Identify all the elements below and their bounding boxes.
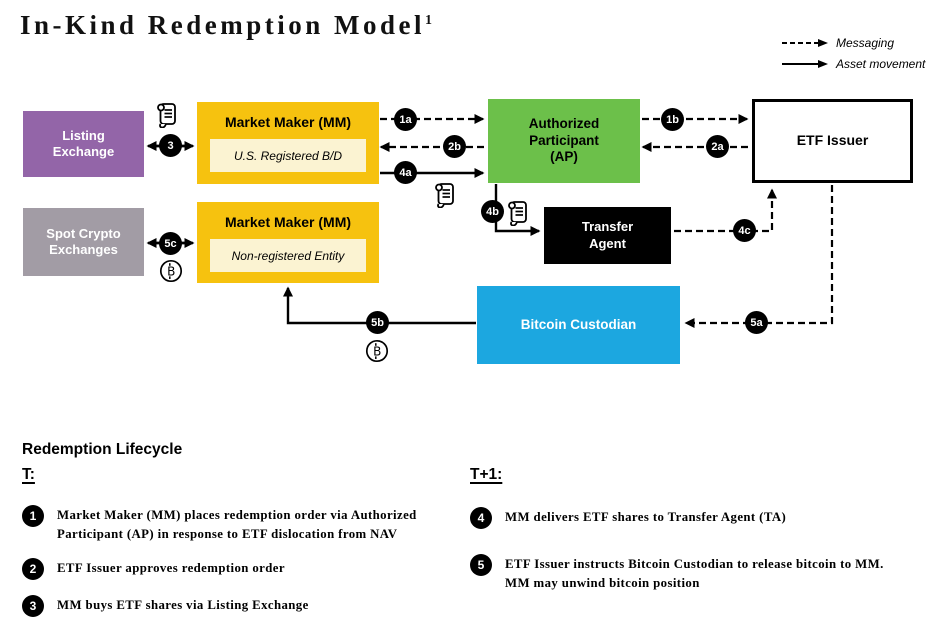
step-number-badge: 1 <box>22 505 44 527</box>
market-maker-nonregistered-subtitle: Non-registered Entity <box>210 239 366 272</box>
bitcoin-icon <box>365 339 389 363</box>
bitcoin-custodian-label: Bitcoin Custodian <box>520 316 637 332</box>
step-badge-2a: 2a <box>706 135 729 158</box>
share-certificate-icon <box>156 102 178 128</box>
bitcoin-icon <box>159 259 183 283</box>
listing-exchange-label: Listing Exchange <box>52 127 115 159</box>
t-column-label: T: <box>22 466 35 483</box>
step-badge-1a: 1a <box>394 108 417 131</box>
market-maker-nonregistered-box: Market Maker (MM) Non-registered Entity <box>197 202 379 283</box>
transfer-agent-box: Transfer Agent <box>544 207 671 264</box>
legend-row-asset-movement: Asset movement <box>781 57 925 71</box>
page-title: In-Kind Redemption Model1 <box>20 10 432 41</box>
market-maker-nonregistered-title: Market Maker (MM) <box>224 214 352 230</box>
step-badge-4c: 4c <box>733 219 756 242</box>
step-badge-4b: 4b <box>481 200 504 223</box>
lifecycle-step-2: 2 ETF Issuer approves redemption order <box>22 558 430 581</box>
legend-messaging-label: Messaging <box>836 36 895 50</box>
market-maker-registered-subtitle: U.S. Registered B/D <box>210 139 366 172</box>
spot-crypto-exchanges-box: Spot Crypto Exchanges <box>23 208 144 276</box>
market-maker-registered-title: Market Maker (MM) <box>224 114 352 130</box>
step-badge-2b: 2b <box>443 135 466 158</box>
listing-exchange-box: Listing Exchange <box>23 111 144 177</box>
lifecycle-step-4: 4 MM delivers ETF shares to Transfer Age… <box>470 507 910 529</box>
share-certificate-icon <box>434 182 456 208</box>
lifecycle-steps-t-plus-1: 4 MM delivers ETF shares to Transfer Age… <box>470 507 910 592</box>
title-footnote-marker: 1 <box>425 13 433 28</box>
step-number-badge: 4 <box>470 507 492 529</box>
t-plus-1-column-label: T+1: <box>470 466 503 483</box>
authorized-participant-label: Authorized Participant (AP) <box>528 115 600 165</box>
page-title-text: In-Kind Redemption Model <box>20 10 426 40</box>
legend-asset-movement-label: Asset movement <box>836 57 926 71</box>
step-text: ETF Issuer instructs Bitcoin Custodian t… <box>505 557 884 590</box>
step-badge-5b: 5b <box>366 311 389 334</box>
step-number-badge: 5 <box>470 554 492 576</box>
redemption-lifecycle-heading: Redemption Lifecycle <box>22 441 183 458</box>
etf-issuer-box: ETF Issuer <box>752 99 913 183</box>
spot-crypto-exchanges-label: Spot Crypto Exchanges <box>46 225 121 257</box>
step-text: MM delivers ETF shares to Transfer Agent… <box>505 510 787 524</box>
step-number-badge: 3 <box>22 595 44 618</box>
step-badge-5a: 5a <box>745 311 768 334</box>
arrow-5a <box>684 185 834 328</box>
etf-issuer-label: ETF Issuer <box>796 132 869 149</box>
step-text: Market Maker (MM) places redemption orde… <box>57 508 417 541</box>
step-badge-3: 3 <box>159 134 182 157</box>
share-certificate-icon <box>507 200 529 226</box>
step-text: MM buys ETF shares via Listing Exchange <box>57 598 309 613</box>
transfer-agent-label: Transfer Agent <box>581 219 634 251</box>
solid-arrow-icon <box>782 60 828 68</box>
bitcoin-custodian-box: Bitcoin Custodian <box>477 286 680 364</box>
step-number-badge: 2 <box>22 558 44 581</box>
lifecycle-steps-t: 1 Market Maker (MM) places redemption or… <box>22 505 430 618</box>
lifecycle-step-5: 5 ETF Issuer instructs Bitcoin Custodian… <box>470 554 910 592</box>
legend-row-messaging: Messaging <box>781 36 925 50</box>
arrow-4c <box>674 188 777 233</box>
step-text: ETF Issuer approves redemption order <box>57 561 285 576</box>
authorized-participant-box: Authorized Participant (AP) <box>488 99 640 183</box>
lifecycle-step-1: 1 Market Maker (MM) places redemption or… <box>22 505 430 543</box>
step-badge-1b: 1b <box>661 108 684 131</box>
lifecycle-step-3: 3 MM buys ETF shares via Listing Exchang… <box>22 595 430 618</box>
step-badge-5c: 5c <box>159 232 182 255</box>
step-badge-4a: 4a <box>394 161 417 184</box>
legend: Messaging Asset movement <box>781 36 925 71</box>
dashed-arrow-icon <box>782 39 828 47</box>
market-maker-registered-box: Market Maker (MM) U.S. Registered B/D <box>197 102 379 184</box>
